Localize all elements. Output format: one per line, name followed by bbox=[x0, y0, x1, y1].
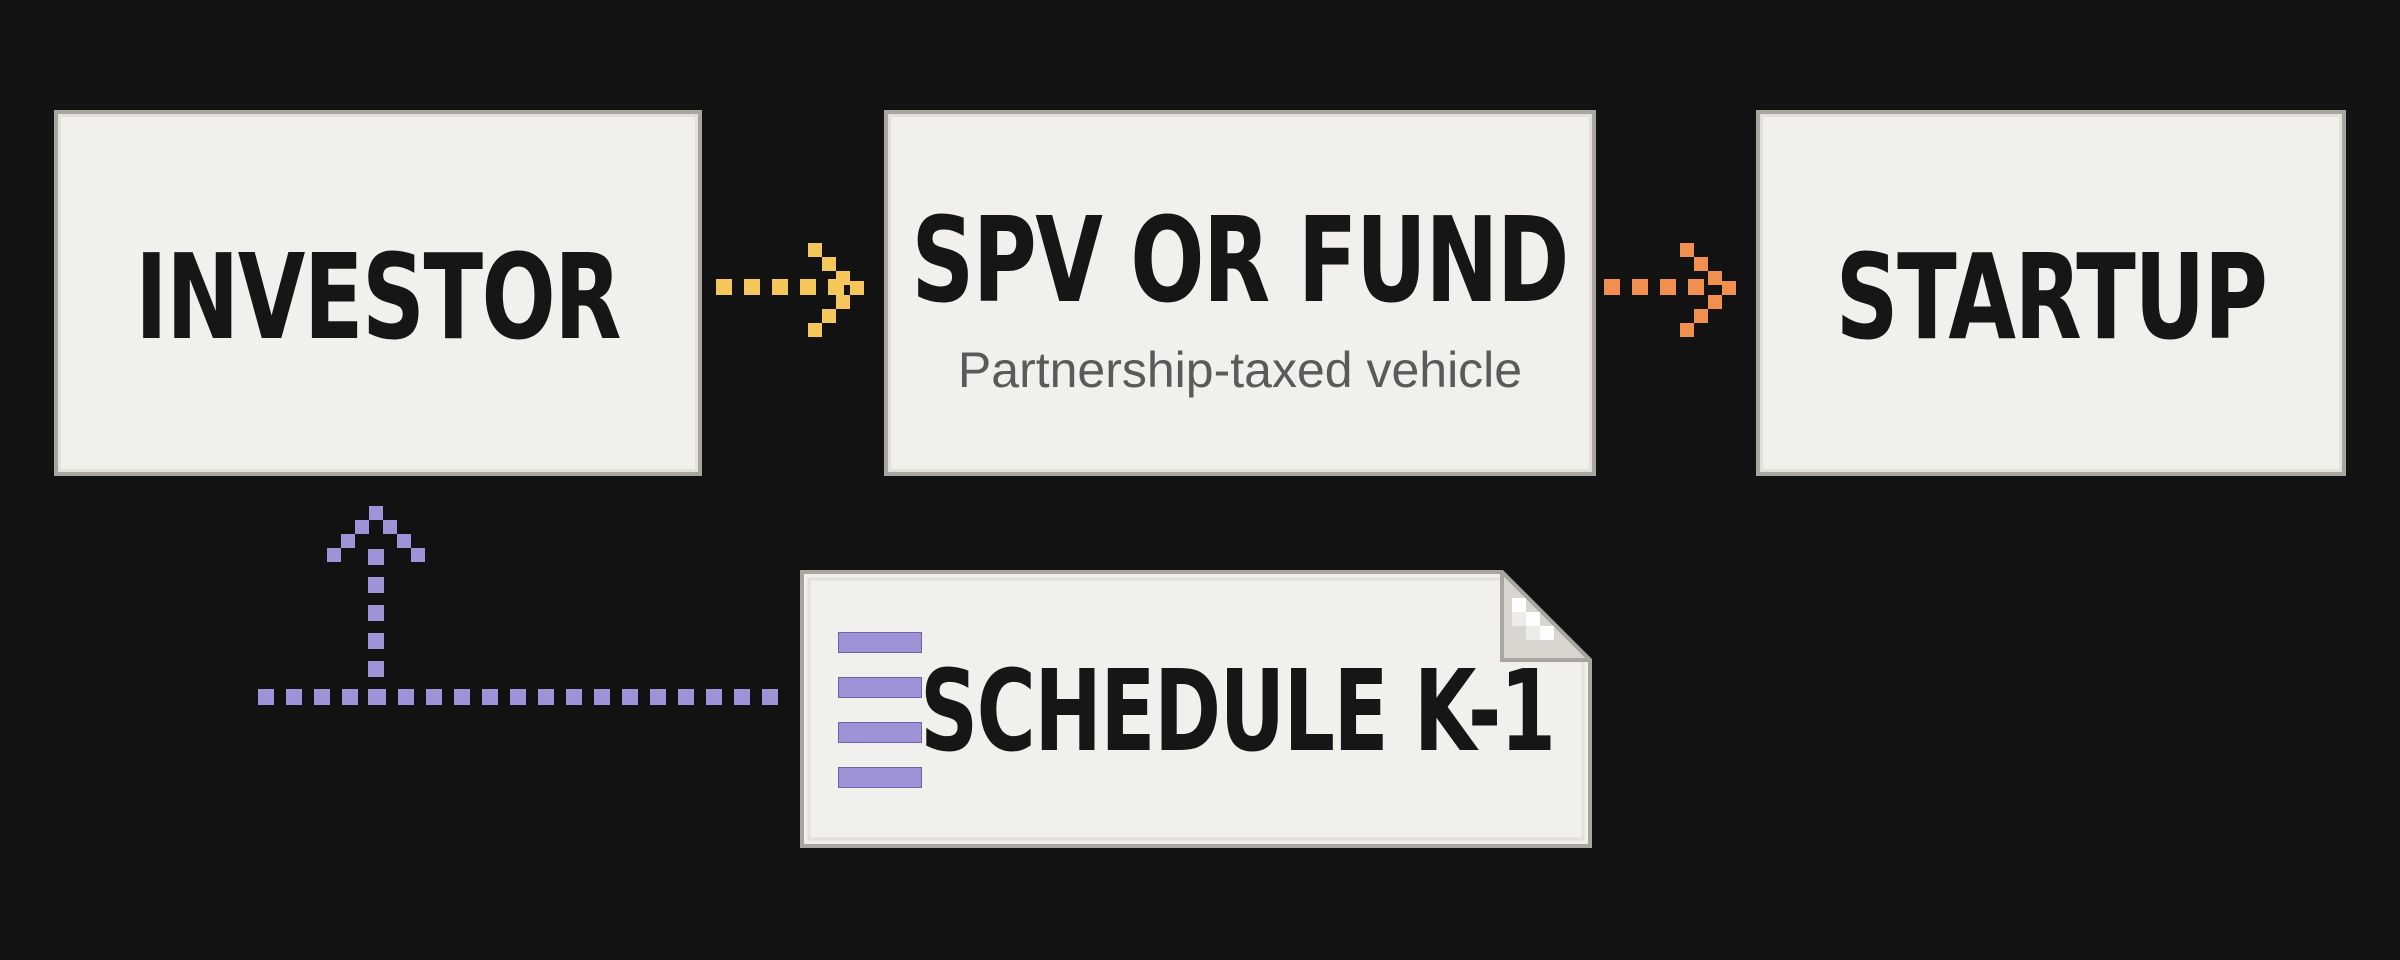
document-icon bbox=[800, 570, 1592, 848]
investor-label: INVESTOR bbox=[135, 228, 622, 366]
investor-node: INVESTOR bbox=[54, 110, 702, 476]
startup-node: STARTUP bbox=[1756, 110, 2346, 476]
fund-node: SPV OR FUND Partnership-taxed vehicle bbox=[884, 110, 1596, 476]
k1-document-node: SCHEDULE K-1 bbox=[800, 570, 1592, 848]
line-bar bbox=[838, 677, 922, 698]
startup-label: STARTUP bbox=[1835, 228, 2268, 366]
line-bar bbox=[838, 632, 922, 653]
arrow-investor-to-fund bbox=[716, 243, 864, 337]
arrow-fund-to-startup bbox=[1604, 243, 1736, 337]
line-bar bbox=[838, 767, 922, 788]
arrow-k1-to-investor bbox=[258, 506, 778, 705]
fund-sublabel: Partnership-taxed vehicle bbox=[957, 342, 1523, 398]
k1-label: SCHEDULE K-1 bbox=[920, 647, 1556, 777]
lines-icon bbox=[838, 632, 924, 812]
k1-label-wrap: SCHEDULE K-1 bbox=[920, 647, 1556, 777]
fund-label: SPV OR FUND bbox=[911, 191, 1570, 329]
line-bar bbox=[838, 722, 922, 743]
